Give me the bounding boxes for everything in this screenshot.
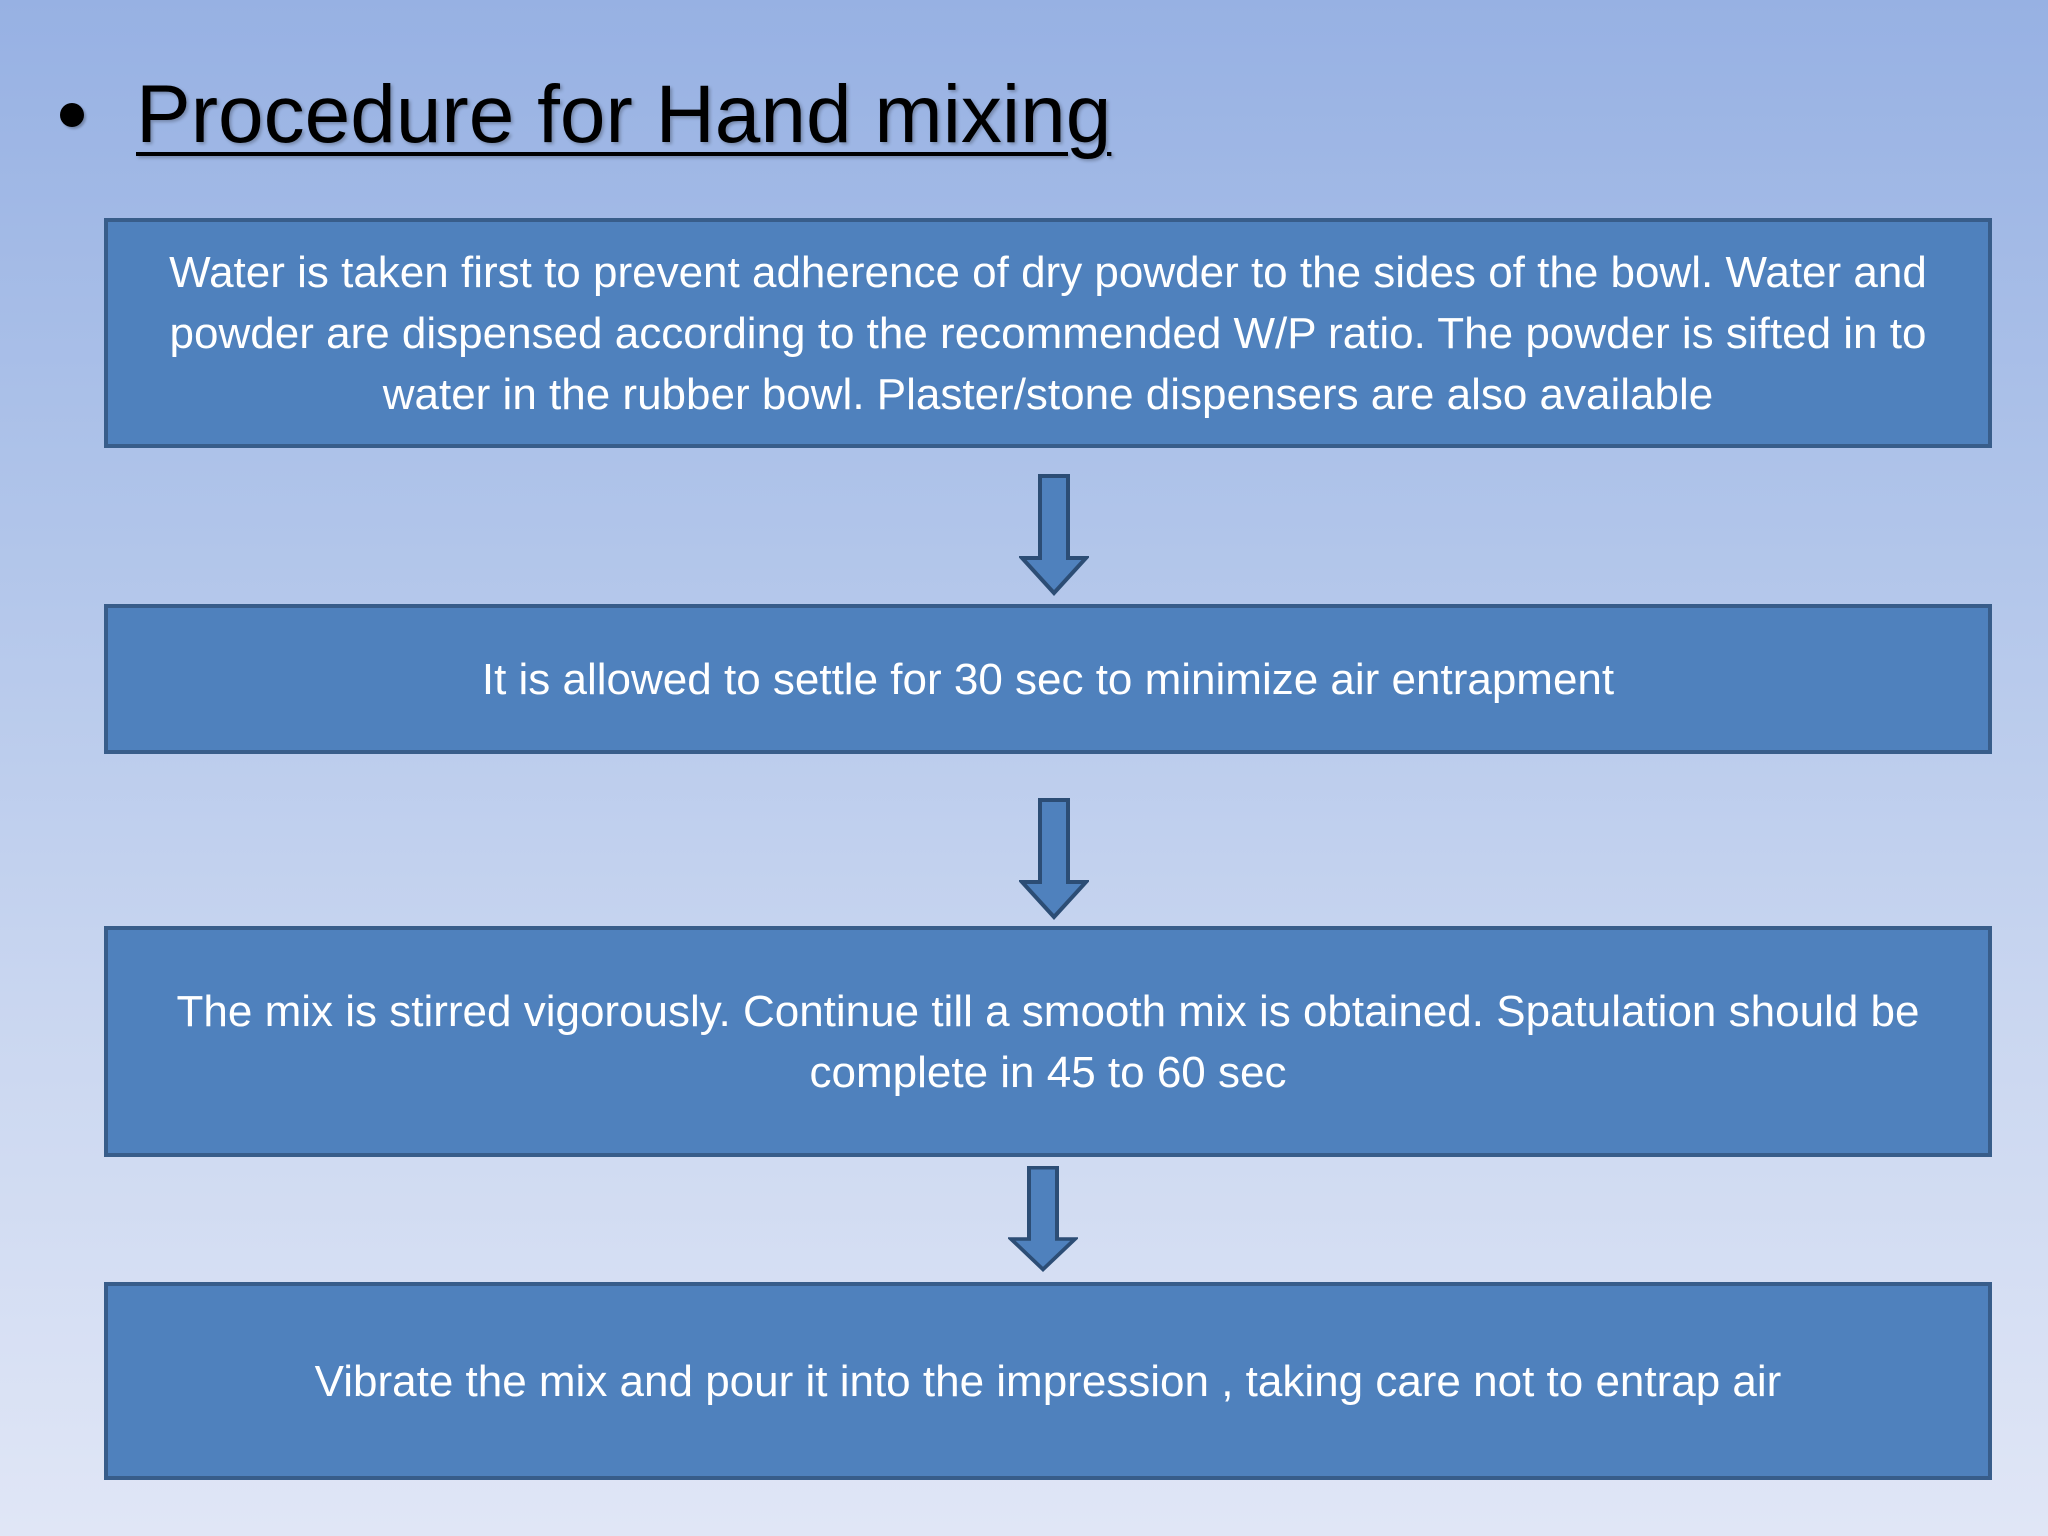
down-arrow-icon: [1019, 474, 1089, 596]
step-box-4: Vibrate the mix and pour it into the imp…: [104, 1282, 1992, 1480]
down-arrow-icon: [1008, 1166, 1078, 1272]
step-box-1: Water is taken first to prevent adherenc…: [104, 218, 1992, 448]
slide-title: Procedure for Hand mixing: [136, 69, 1112, 160]
step-box-3: The mix is stirred vigorously. Continue …: [104, 926, 1992, 1157]
bullet-icon: [60, 103, 84, 127]
step-box-2: It is allowed to settle for 30 sec to mi…: [104, 604, 1992, 754]
down-arrow-icon: [1019, 798, 1089, 920]
title-row: Procedure for Hand mixing: [60, 60, 1111, 170]
